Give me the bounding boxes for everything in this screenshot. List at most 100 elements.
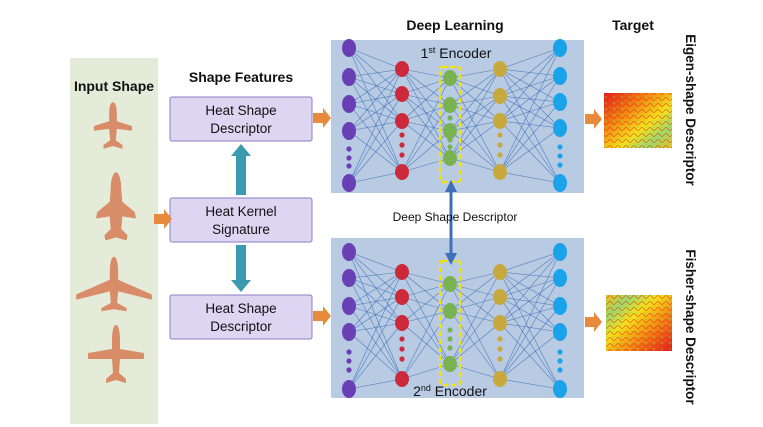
- first-encoder-layer5-node: [553, 174, 567, 192]
- second-encoder-connection: [348, 296, 403, 307]
- first-encoder-layer1-node: [342, 122, 356, 140]
- second-encoder-connection: [401, 310, 451, 324]
- second-encoder-layer1-node: [342, 269, 356, 287]
- first-encoder-connection: [499, 95, 561, 103]
- first-encoder-layer5-node: [553, 93, 567, 111]
- first-encoder-layer1-dot: [346, 146, 352, 152]
- first-encoder-connection: [401, 104, 451, 173]
- first-encoder-connection: [449, 77, 501, 122]
- second-encoder-layer1-node: [342, 323, 356, 341]
- second-encoder-connection: [348, 251, 403, 298]
- teal-down-arrow: [231, 245, 251, 292]
- second-encoder-connection: [449, 271, 501, 365]
- second-encoder-layer3-dot: [447, 327, 453, 333]
- first-encoder-layer1-dot: [346, 155, 352, 161]
- first-encoder-connection: [449, 95, 501, 106]
- first-encoder-connection: [449, 130, 501, 173]
- second-encoder-layer3-node: [443, 356, 457, 372]
- first-encoder-connection: [401, 77, 451, 122]
- first-encoder-connection: [449, 77, 501, 173]
- first-encoder-connection: [348, 68, 403, 184]
- second-encoder-connection: [401, 283, 451, 380]
- first-encoder-layer4-dot: [497, 142, 503, 148]
- second-encoder-connection: [348, 271, 403, 333]
- second-encoder-connection: [499, 271, 561, 390]
- second-encoder-layer3-node: [443, 276, 457, 292]
- second-encoder-connection: [348, 271, 403, 307]
- orange-arrow-top-to-network: [313, 108, 331, 128]
- first-encoder-connection: [449, 68, 501, 106]
- orange-arrow-bottom-to-target: [585, 312, 602, 332]
- second-encoder-connection: [499, 378, 561, 390]
- second-encoder-layer5-dot: [557, 358, 563, 364]
- second-encoder-layer1-node: [342, 243, 356, 261]
- first-encoder-layer4-dot: [497, 132, 503, 138]
- heat-shape-descriptor-top-line2: Descriptor: [210, 121, 272, 136]
- first-encoder-layer5-dot: [557, 144, 563, 150]
- first-encoder-layer4-node: [493, 113, 507, 129]
- second-encoder-connection: [499, 271, 561, 279]
- first-encoder-connection: [449, 157, 501, 173]
- first-encoder-network: [342, 39, 567, 192]
- airplane-1-image: [94, 102, 132, 149]
- first-encoder-layer4-dot: [497, 152, 503, 158]
- first-encoder-connection: [449, 120, 501, 132]
- first-encoder-connection: [449, 95, 501, 159]
- second-encoder-connection: [499, 271, 561, 333]
- first-encoder-layer5-node: [553, 119, 567, 137]
- second-encoder-connection: [499, 251, 561, 273]
- orange-arrow-bottom-to-network: [313, 306, 331, 326]
- second-encoder-connection: [499, 296, 561, 390]
- first-encoder-connection: [401, 104, 451, 122]
- second-encoder-connection: [348, 277, 403, 380]
- first-encoder-connection: [499, 75, 561, 173]
- second-encoder-layer5-node: [553, 297, 567, 315]
- second-encoder-layer2-dot: [399, 356, 405, 362]
- second-encoder-connection: [449, 271, 501, 285]
- second-encoder-layer5-node: [553, 323, 567, 341]
- first-encoder-layer4-node: [493, 164, 507, 180]
- first-encoder-connection: [499, 127, 561, 173]
- first-encoder-connection: [348, 93, 403, 184]
- second-encoder-layer1-node: [342, 380, 356, 398]
- first-encoder-connection: [449, 68, 501, 79]
- second-encoder-connection: [499, 271, 561, 307]
- second-encoder-layer4-node: [493, 289, 507, 305]
- second-encoder-label: 2nd Encoder: [413, 383, 487, 399]
- first-encoder-layer1-node: [342, 174, 356, 192]
- second-encoder-connection: [449, 296, 501, 365]
- second-encoder-connection: [401, 283, 451, 298]
- second-encoder-connection: [348, 331, 403, 380]
- heat-shape-descriptor-bottom-line2: Descriptor: [210, 319, 272, 334]
- first-encoder-connection: [499, 171, 561, 184]
- second-encoder-network: [342, 243, 567, 398]
- second-encoder-connection: [499, 322, 561, 333]
- second-encoder-layer4-node: [493, 315, 507, 331]
- first-encoder-layer5-node: [553, 67, 567, 85]
- second-encoder-connection: [401, 271, 451, 365]
- first-encoder-label: 1st Encoder: [421, 45, 492, 61]
- first-encoder-layer2-dot: [399, 152, 405, 158]
- second-encoder-connection: [499, 305, 561, 380]
- second-encoder-layer2-dot: [399, 336, 405, 342]
- heat-shape-descriptor-bottom-line1: Heat Shape: [205, 301, 276, 316]
- first-encoder-layer1-node: [342, 68, 356, 86]
- first-encoder-connection: [348, 68, 403, 132]
- first-encoder-network-panel: [331, 40, 584, 193]
- first-encoder-connection: [401, 120, 451, 132]
- second-encoder-connection: [499, 251, 561, 380]
- first-encoder-connection: [348, 93, 403, 105]
- second-encoder-connection: [348, 277, 403, 298]
- first-encoder-layer2-node: [395, 86, 409, 102]
- first-encoder-connection: [401, 120, 451, 159]
- first-encoder-layer1-node: [342, 95, 356, 113]
- first-encoder-layer2-dot: [399, 142, 405, 148]
- first-encoder-connection: [401, 68, 451, 106]
- second-encoder-layer3-dot: [447, 336, 453, 342]
- second-encoder-connection: [499, 322, 561, 390]
- second-encoder-layer3-node: [443, 303, 457, 319]
- first-encoder-connection: [449, 68, 501, 159]
- first-encoder-connection: [499, 47, 561, 122]
- second-encoder-connection: [449, 310, 501, 324]
